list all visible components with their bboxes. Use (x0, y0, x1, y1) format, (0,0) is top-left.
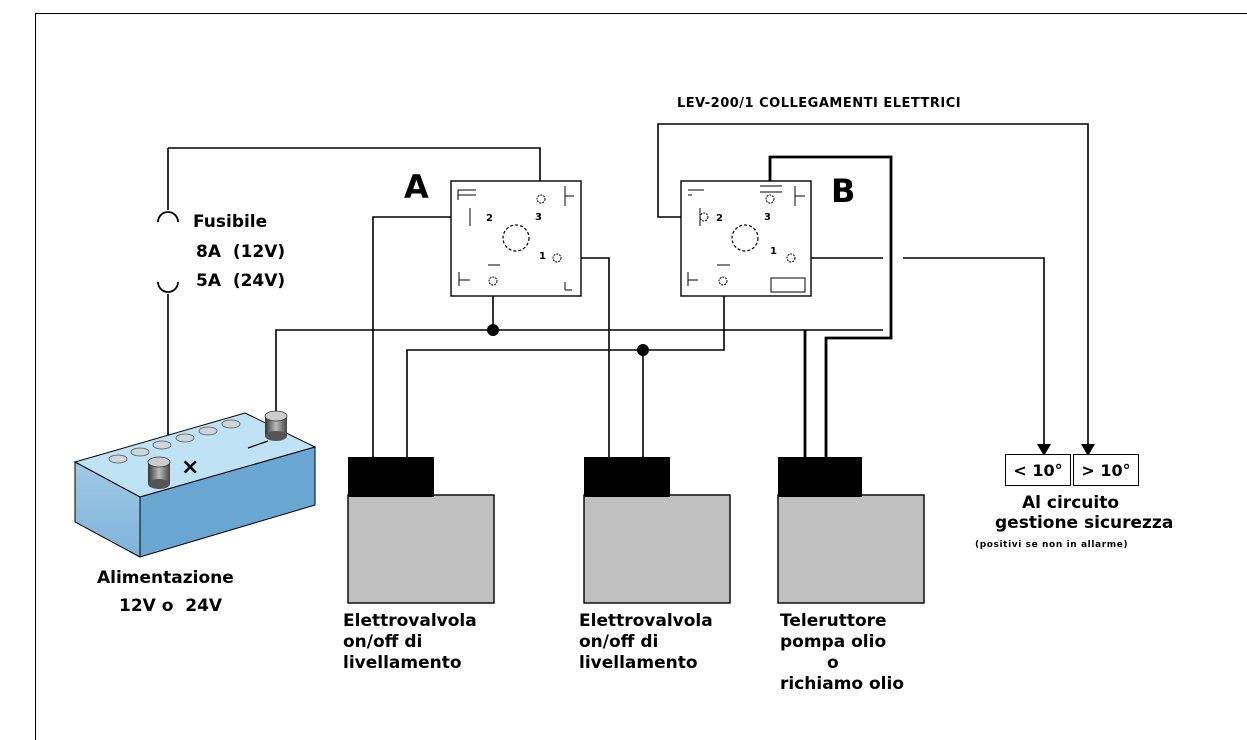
valve-2-label: Elettrovalvola on/off di livellamento (579, 611, 713, 674)
valve-2-line2: on/off di (579, 632, 659, 652)
junction-dot-a (487, 324, 499, 336)
frame-top-border (35, 13, 1247, 14)
wire-contactor-return (824, 330, 893, 458)
wire-negative-rail (275, 329, 883, 416)
valve-1-line1: Elettrovalvola (343, 611, 477, 631)
fuse-title: Fusibile (193, 212, 268, 232)
wire-supply-positive (168, 147, 541, 190)
contactor-line2: pompa olio (780, 632, 887, 652)
wire-valve1-a2 (372, 216, 466, 458)
valve-2-line3: livellamento (579, 653, 698, 673)
wire-b2-high (657, 123, 1089, 446)
fuse-rating-24v: 5A (24V) (196, 271, 286, 291)
wire-valve1-common (406, 287, 725, 458)
battery-polarity-symbol: × (181, 455, 200, 480)
valve-1-label: Elettrovalvola on/off di livellamento (343, 611, 477, 674)
valve-1-line2: on/off di (343, 632, 423, 652)
wire-b1-low-2 (903, 257, 1045, 446)
switch-a-body (450, 180, 582, 297)
diagram-title: LEV-200/1 COLLEGAMENTI ELETTRICI (677, 96, 962, 111)
valve-2-block (583, 457, 731, 604)
switch-b-terminal-1: 1 (770, 246, 777, 257)
battery-icon (73, 410, 317, 558)
valve-1-line3: livellamento (343, 653, 462, 673)
wire-contactor-b3 (768, 155, 893, 330)
junction-dot-b (637, 344, 649, 356)
fuse-symbol (157, 211, 179, 293)
arrow-high (1081, 444, 1095, 456)
switch-a-terminal-2: 2 (486, 213, 493, 224)
fuse-rating-12v: 8A (12V) (196, 242, 286, 262)
frame-left-border (35, 13, 36, 740)
contactor-line4: richiamo olio (780, 674, 905, 694)
switch-a-terminal-3: 3 (535, 212, 542, 223)
output-low-box: < 10° (1005, 454, 1071, 486)
contactor-line1: Teleruttore (780, 611, 887, 631)
output-note: (positivi se non in allarme) (975, 540, 1129, 550)
battery-label-line2: 12V o 24V (119, 596, 223, 616)
output-label-line2: gestione sicurezza (995, 513, 1174, 533)
output-label-line1: Al circuito (1022, 493, 1120, 513)
battery-label-line1: Alimentazione (97, 568, 234, 588)
output-high-box: > 10° (1073, 454, 1139, 486)
valve-2-line1: Elettrovalvola (579, 611, 713, 631)
switch-b-terminal-3: 3 (764, 212, 771, 223)
arrow-low (1037, 444, 1051, 456)
contactor-label: Teleruttore pompa olio o richiamo olio (780, 611, 950, 695)
switch-a-terminal-1: 1 (539, 251, 546, 262)
contactor-line3: o (827, 653, 839, 673)
contactor-block (777, 457, 925, 604)
switch-b-body (680, 180, 812, 297)
switch-a-label: A (404, 168, 429, 206)
valve-1-block (347, 457, 495, 604)
switch-b-terminal-2: 2 (716, 213, 723, 224)
switch-b-label: B (831, 172, 856, 210)
